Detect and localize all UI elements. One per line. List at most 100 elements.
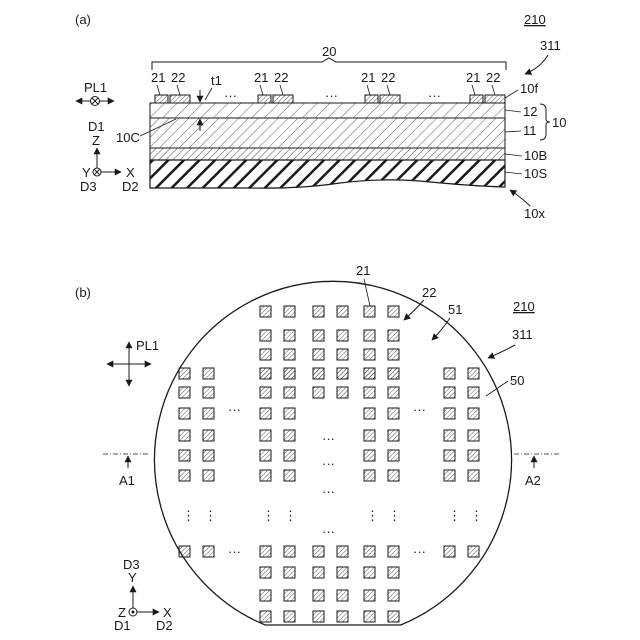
chip-pad <box>468 368 479 379</box>
label-10B: 10B <box>524 148 547 163</box>
section-marker-a1: A1 <box>103 454 148 488</box>
chip-pad <box>468 546 479 557</box>
chip-pad <box>260 450 271 461</box>
chip-pad <box>284 430 295 441</box>
chip-pad <box>203 546 214 557</box>
label-x: X <box>126 165 135 180</box>
chip-pad <box>203 470 214 481</box>
chip-pad <box>337 387 348 398</box>
label-a2: A2 <box>525 473 541 488</box>
chip-pad <box>313 611 324 622</box>
ellipsis: ··· <box>224 88 237 103</box>
chip-pad <box>388 368 399 379</box>
chip-pad <box>388 450 399 461</box>
chip-pad <box>337 368 348 379</box>
vdots: ⋮ <box>204 508 217 523</box>
label-20: 20 <box>322 44 336 59</box>
chip-pad <box>337 590 348 601</box>
label-10f: 10f <box>520 81 538 96</box>
ellipsis: ··· <box>322 484 335 499</box>
chip-pad <box>284 567 295 578</box>
label-t1: t1 <box>211 73 222 88</box>
label-22: 22 <box>274 70 288 85</box>
brace-20 <box>152 58 506 70</box>
label-311-a: 311 <box>540 38 561 53</box>
chip-pad <box>179 470 190 481</box>
chip-pad <box>364 450 375 461</box>
chip-pad <box>313 387 324 398</box>
leader-10S <box>505 172 522 174</box>
chip-pad <box>203 368 214 379</box>
chip-pad <box>284 546 295 557</box>
chip-pad <box>364 546 375 557</box>
chip-pad <box>284 387 295 398</box>
label-311-b: 311 <box>512 327 533 342</box>
chip-pad <box>313 306 324 317</box>
chip-pad <box>364 430 375 441</box>
leader-t1 <box>205 88 212 100</box>
chip-pad <box>444 430 455 441</box>
label-22: 22 <box>486 70 500 85</box>
leader-50 <box>486 381 508 396</box>
chip-pad <box>337 546 348 557</box>
chip-pad <box>179 408 190 419</box>
figure-ref-a: 210 <box>524 12 546 27</box>
label-10S: 10S <box>524 166 547 181</box>
chip-pad <box>260 349 271 360</box>
chip-pad <box>313 590 324 601</box>
chip-pad <box>313 368 324 379</box>
chip-pad <box>388 387 399 398</box>
chip-pad <box>203 430 214 441</box>
chip-pad <box>364 590 375 601</box>
chip-pad <box>284 368 295 379</box>
leader-22-b <box>404 300 424 320</box>
substrate-10S <box>150 160 505 188</box>
label-22: 22 <box>381 70 395 85</box>
chip-pad <box>364 306 375 317</box>
chip-pad <box>388 349 399 360</box>
panel-b-label: (b) <box>75 285 91 300</box>
label-22: 22 <box>171 70 185 85</box>
chip-pad <box>337 611 348 622</box>
chip-pad <box>388 546 399 557</box>
chip-pad <box>364 368 375 379</box>
chip-pad <box>388 330 399 341</box>
vdots: ⋮ <box>262 508 275 523</box>
label-10x: 10x <box>524 206 545 221</box>
chip-pad <box>179 387 190 398</box>
chip-pad <box>260 567 271 578</box>
axis-triad-b: D3 Y Z X D1 D2 <box>114 557 173 633</box>
chip-pad <box>203 387 214 398</box>
chip-pad <box>364 611 375 622</box>
chip-pad <box>468 450 479 461</box>
chip-pad <box>260 368 271 379</box>
label-y: Y <box>128 570 137 585</box>
panel-a-label: (a) <box>75 12 91 27</box>
label-12: 12 <box>523 104 537 119</box>
layer-10B <box>150 148 505 160</box>
chip-pad <box>388 590 399 601</box>
ellipsis: ··· <box>428 88 441 103</box>
pad-labels-a: 21 22 21 22 21 22 21 22 ··· ··· ··· <box>151 70 500 103</box>
chip-pad <box>364 349 375 360</box>
vdots: ⋮ <box>284 508 297 523</box>
chip-pad <box>444 387 455 398</box>
chip-pad <box>444 368 455 379</box>
chip-pad <box>203 408 214 419</box>
ellipsis: ··· <box>325 88 338 103</box>
chip-pad <box>388 470 399 481</box>
pl1-indicator-b: PL1 <box>107 338 159 386</box>
chip-pad <box>468 387 479 398</box>
label-51: 51 <box>448 302 462 317</box>
label-21: 21 <box>254 70 268 85</box>
chip-pad <box>284 611 295 622</box>
leader-311-a <box>525 55 548 74</box>
vdots: ⋮ <box>366 508 379 523</box>
leader-51 <box>432 318 450 340</box>
chip-pad <box>203 450 214 461</box>
pl1-indicator-a: PL1 <box>76 80 114 106</box>
chip-pad <box>468 430 479 441</box>
chip-pad <box>313 330 324 341</box>
label-y: Y <box>82 165 91 180</box>
